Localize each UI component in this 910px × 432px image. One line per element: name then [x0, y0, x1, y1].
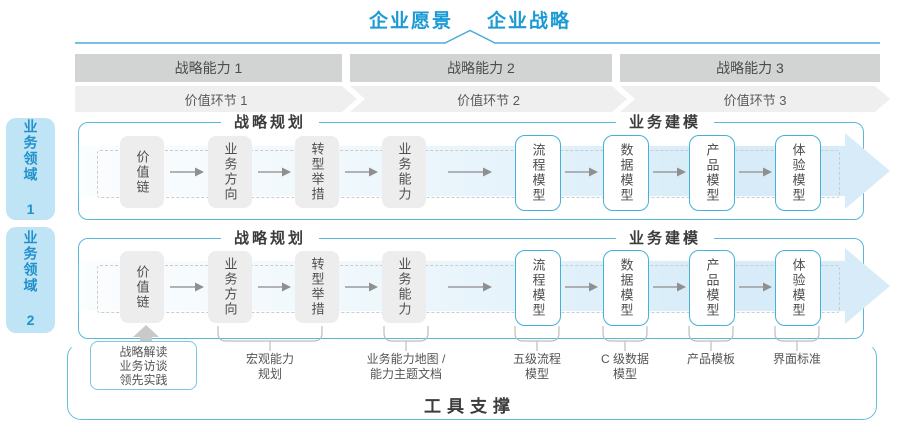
box-process-model: 流程模型 [515, 135, 561, 211]
capability-bar-2: 战略能力 2 [350, 54, 612, 82]
box-data-model: 数据模型 [603, 250, 649, 326]
annotation-product-template: 产品模板 [686, 352, 736, 366]
box-value-chain: 价值链 [120, 136, 164, 208]
box-experience-model: 体验模型 [775, 135, 821, 211]
value-chain-3: 价值环节 3 [620, 86, 890, 112]
box-experience-model: 体验模型 [775, 250, 821, 326]
annotation-data-model: C 级数据 模型 [600, 352, 650, 381]
domain2-planning-title: 战略规划 [220, 230, 320, 247]
annotation-ui-standard: 界面标准 [772, 352, 822, 366]
box-value-chain: 价值链 [120, 251, 164, 323]
domain2-modeling-title: 业务建模 [615, 230, 715, 247]
box-product-model: 产品模型 [689, 250, 735, 326]
value-chain-2: 价值环节 2 [350, 86, 627, 112]
box-transformation-initiatives: 转型举措 [295, 136, 339, 208]
interview-annotation-box: 战略解读 业务访谈 领先实践 [90, 341, 197, 390]
value-chain-1: 价值环节 1 [75, 86, 357, 112]
box-data-model: 数据模型 [603, 135, 649, 211]
annotation-process-model: 五级流程 模型 [512, 352, 562, 381]
box-business-direction: 业务方向 [208, 251, 252, 323]
annotation-macro-capability: 宏观能力 规划 [245, 352, 295, 381]
enterprise-vision-title: 企业愿景 [368, 11, 453, 32]
box-process-model: 流程模型 [515, 250, 561, 326]
domain2-dashed-frame [97, 265, 840, 313]
tool-support-container [67, 343, 877, 420]
domain-label-2: 业务领域 2 [6, 227, 55, 333]
tool-support-title: 工具支撑 [424, 397, 516, 416]
annotation-capability-map: 业务能力地图 / 能力主题文档 [366, 352, 446, 381]
domain1-planning-title: 战略规划 [220, 114, 320, 131]
capability-bar-1: 战略能力 1 [75, 54, 342, 82]
box-business-direction: 业务方向 [208, 136, 252, 208]
domain-label-1: 业务领域 1 [6, 118, 55, 220]
box-business-capability: 业务能力 [382, 136, 426, 208]
header-titles: 企业愿景 企业战略 [369, 6, 571, 33]
annotation-line: 业务访谈 [119, 358, 168, 373]
domain1-modeling-title: 业务建模 [615, 114, 715, 131]
domain1-dashed-frame [97, 150, 840, 198]
box-transformation-initiatives: 转型举措 [295, 251, 339, 323]
box-product-model: 产品模型 [689, 135, 735, 211]
box-business-capability: 业务能力 [382, 251, 426, 323]
annotation-line: 领先实践 [119, 372, 168, 387]
enterprise-strategy-title: 企业战略 [487, 11, 572, 32]
annotation-line: 战略解读 [119, 344, 168, 359]
capability-bar-3: 战略能力 3 [620, 54, 880, 82]
